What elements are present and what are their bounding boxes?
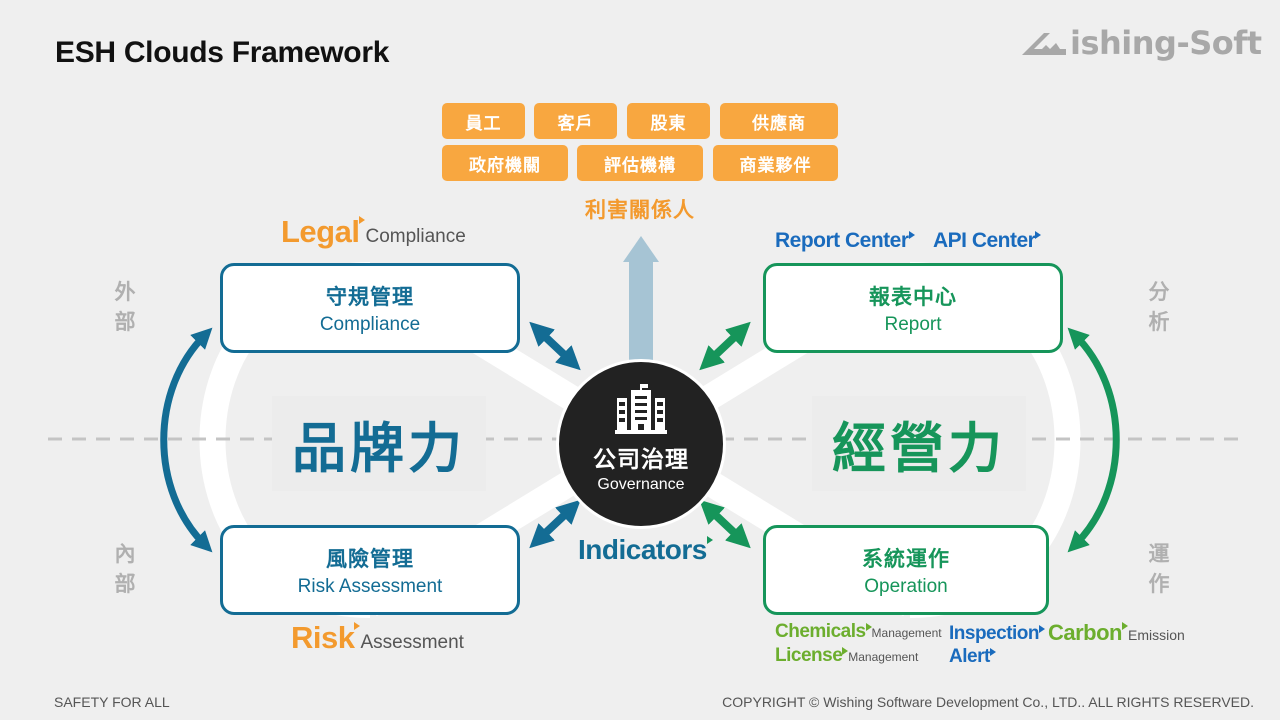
arrow-compliance-governance	[529, 321, 581, 371]
arrow-risk-governance	[529, 499, 581, 549]
operation-side-label: 運 作	[1147, 540, 1171, 600]
side-char: 作	[1148, 573, 1170, 596]
report-center-tag: Report Center	[775, 229, 915, 253]
api-center-tag: API Center	[933, 229, 1042, 253]
chemicals-text: Chemicals	[775, 621, 866, 642]
license-management-tag: License Management	[775, 645, 918, 667]
logo-w-icon	[1022, 33, 1066, 55]
tag-triangle-icon	[1035, 231, 1042, 239]
risk-assessment-tag: Risk Assessment	[291, 620, 464, 656]
operation-zh-label: 系統運作	[862, 547, 950, 571]
footer-copyright: COPYRIGHT © Wishing Software Development…	[722, 694, 1254, 710]
external-side-label: 外 部	[113, 278, 137, 338]
carbon-emission-tag: Carbon Emission	[1048, 620, 1185, 646]
governance-circle: 公司治理 Governance	[556, 359, 726, 529]
tag-triangle-icon	[354, 622, 361, 630]
compliance-text: Compliance	[365, 226, 466, 247]
risk-zh-label: 風險管理	[326, 547, 414, 571]
page-title: ESH Clouds Framework	[55, 36, 390, 69]
side-char: 部	[114, 311, 136, 334]
inspection-tag: Inspection	[949, 623, 1046, 645]
stakeholder-chip: 政府機關	[442, 145, 568, 181]
tag-triangle-icon	[706, 536, 713, 544]
up-arrow-shaft	[629, 262, 653, 377]
up-arrow-head	[623, 236, 659, 262]
api-center-text: API Center	[933, 229, 1036, 252]
report-box: 報表中心 Report	[763, 263, 1063, 353]
compliance-zh-label: 守規管理	[326, 285, 414, 309]
report-zh-label: 報表中心	[869, 285, 957, 309]
tag-triangle-icon	[359, 216, 366, 224]
carbon-text: Carbon	[1048, 620, 1123, 645]
arrow-report-governance	[699, 321, 751, 371]
tag-triangle-icon	[842, 647, 849, 655]
operation-box: 系統運作 Operation	[763, 525, 1049, 615]
risk-en-label: Risk Assessment	[297, 575, 443, 597]
chemicals-management-tag: Chemicals Management	[775, 621, 942, 643]
operation-en-label: Operation	[864, 575, 948, 597]
tag-triangle-icon	[1039, 625, 1046, 633]
stakeholders-title: 利害關係人	[585, 199, 695, 222]
legal-text: Legal	[281, 214, 360, 249]
emission-text: Emission	[1128, 627, 1185, 643]
tag-triangle-icon	[865, 623, 872, 631]
management-text: Management	[871, 626, 942, 640]
alert-tag: Alert	[949, 646, 996, 668]
alert-text: Alert	[949, 646, 990, 667]
side-char: 分	[1148, 281, 1170, 304]
arrow-operation-governance	[699, 499, 751, 549]
side-char: 內	[114, 543, 136, 566]
risk-assessment-box: 風險管理 Risk Assessment	[220, 525, 520, 615]
logo-text: ishing-Soft	[1070, 24, 1262, 62]
stakeholder-chip: 商業夥伴	[713, 145, 838, 181]
side-char: 外	[114, 281, 136, 304]
indicators-tag: Indicators	[578, 534, 713, 566]
governance-en-label: Governance	[597, 476, 685, 493]
side-char: 部	[114, 573, 136, 596]
side-char: 析	[1148, 311, 1170, 334]
right-curved-arrow	[1067, 327, 1120, 553]
internal-side-label: 內 部	[113, 540, 137, 600]
brand-power-label: 品牌力	[272, 396, 486, 491]
license-text: License	[775, 645, 843, 666]
footer-slogan: SAFETY FOR ALL	[54, 694, 170, 710]
stakeholder-chip: 員工	[442, 103, 525, 139]
operating-power-label: 經營力	[812, 396, 1026, 491]
side-char: 運	[1148, 543, 1170, 566]
tag-triangle-icon	[989, 648, 996, 656]
inspection-text: Inspection	[949, 623, 1040, 644]
tag-triangle-icon	[908, 231, 915, 239]
left-curved-arrow	[160, 327, 213, 553]
management-text: Management	[848, 650, 919, 664]
wishing-soft-logo: ishing-Soft	[1020, 24, 1262, 62]
report-center-text: Report Center	[775, 229, 909, 252]
legal-compliance-tag: Legal Compliance	[281, 214, 466, 250]
stakeholder-chip: 評估機構	[577, 145, 703, 181]
report-en-label: Report	[884, 313, 942, 335]
tag-triangle-icon	[1122, 622, 1128, 630]
governance-zh-label: 公司治理	[593, 446, 689, 472]
indicators-text: Indicators	[578, 534, 707, 565]
compliance-box: 守規管理 Compliance	[220, 263, 520, 353]
stakeholder-chip: 股東	[627, 103, 710, 139]
analysis-side-label: 分 析	[1147, 278, 1171, 338]
building-icon	[615, 384, 667, 434]
compliance-en-label: Compliance	[319, 313, 421, 335]
stakeholder-chip: 客戶	[534, 103, 617, 139]
stakeholder-chip: 供應商	[720, 103, 838, 139]
assessment-text: Assessment	[360, 632, 464, 653]
risk-text: Risk	[291, 620, 355, 655]
